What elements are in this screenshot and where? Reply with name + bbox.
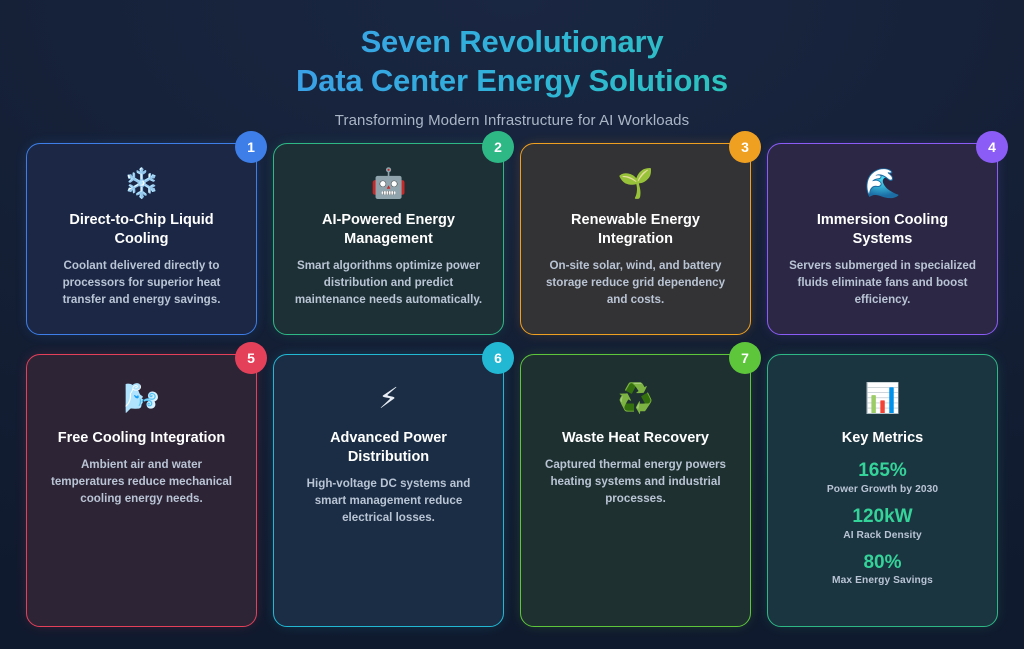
wave-icon: 🌊: [864, 165, 901, 200]
solution-card-6[interactable]: 6 ⚡ Advanced Power Distribution High-vol…: [273, 341, 514, 627]
seedling-icon: 🌱: [617, 165, 654, 200]
card-number-badge: 5: [235, 341, 267, 374]
metric-label: Power Growth by 2030: [826, 483, 939, 495]
card-description: Ambient air and water temperatures reduc…: [50, 458, 233, 505]
lightning-bolt-icon: ⚡: [378, 380, 399, 415]
metric-item: 80% Max Energy Savings: [832, 552, 933, 587]
page-title-line-1: Seven Revolutionary: [360, 24, 664, 59]
metric-label: Max Energy Savings: [832, 575, 933, 587]
card-description: On-site solar, wind, and battery storage…: [545, 259, 726, 307]
recycling-icon: ♻️: [617, 380, 654, 415]
snowflake-icon: ❄️: [123, 165, 160, 200]
header: Seven Revolutionary Data Center Energy S…: [26, 22, 998, 143]
metric-label: AI Rack Density: [843, 529, 922, 541]
card-title: AI-Powered Energy Management: [322, 211, 455, 247]
solution-card-1[interactable]: 1 ❄️ Direct-to-Chip Liquid Cooling Coola…: [26, 130, 267, 335]
metric-value: 165%: [858, 460, 907, 481]
metric-item: 165% Power Growth by 2030: [827, 460, 938, 495]
card-number-badge: 3: [729, 130, 761, 163]
solution-card-7[interactable]: 7 ♻️ Waste Heat Recovery Captured therma…: [520, 341, 761, 627]
solution-card-5[interactable]: 5 🌬️ Free Cooling Integration Ambient ai…: [26, 341, 267, 627]
wind-face-icon: 🌬️: [123, 380, 160, 415]
card-number-badge: 1: [235, 130, 267, 163]
solution-card-4[interactable]: 4 🌊 Immersion Cooling Systems Servers su…: [767, 130, 1008, 335]
cards-grid: 1 ❄️ Direct-to-Chip Liquid Cooling Coola…: [26, 130, 1008, 627]
solution-card-3[interactable]: 3 🌱 Renewable Energy Integration On-site…: [520, 130, 761, 335]
solution-card-2[interactable]: 2 🤖 AI-Powered Energy Management Smart a…: [273, 130, 514, 335]
metric-value: 80%: [863, 551, 902, 573]
card-title: Direct-to-Chip Liquid Cooling: [69, 211, 214, 247]
card-title: Immersion Cooling Systems: [816, 211, 949, 247]
card-number-badge: 2: [482, 130, 514, 163]
card-title: Waste Heat Recovery: [562, 429, 709, 446]
key-metrics-card[interactable]: 📊 Key Metrics 165% Power Growth by 2030 …: [767, 353, 998, 627]
card-description: Coolant delivered directly to processors…: [62, 259, 221, 307]
card-title: Advanced Power Distribution: [330, 429, 447, 465]
card-description: Captured thermal energy powers heating s…: [544, 458, 727, 505]
page-title: Seven Revolutionary Data Center Energy S…: [26, 22, 998, 101]
bar-chart-icon: 📊: [864, 380, 901, 415]
card-description: Smart algorithms optimize power distribu…: [294, 259, 483, 307]
page-title-line-2: Data Center Energy Solutions: [296, 63, 728, 99]
metric-item: 120kW AI Rack Density: [843, 506, 922, 541]
card-description: Servers submerged in specialized fluids …: [789, 259, 976, 307]
card-number-badge: 7: [729, 341, 761, 374]
card-title: Free Cooling Integration: [57, 429, 226, 446]
card-number-badge: 6: [482, 341, 514, 374]
card-title: Renewable Energy Integration: [571, 211, 700, 247]
card-description: High-voltage DC systems and smart manage…: [306, 477, 471, 525]
robot-icon: 🤖: [370, 165, 407, 200]
page-subtitle: Transforming Modern Infrastructure for A…: [334, 111, 690, 129]
metric-value: 120kW: [852, 505, 913, 527]
metrics-title: Key Metrics: [841, 429, 924, 446]
card-number-badge: 4: [976, 130, 1008, 163]
